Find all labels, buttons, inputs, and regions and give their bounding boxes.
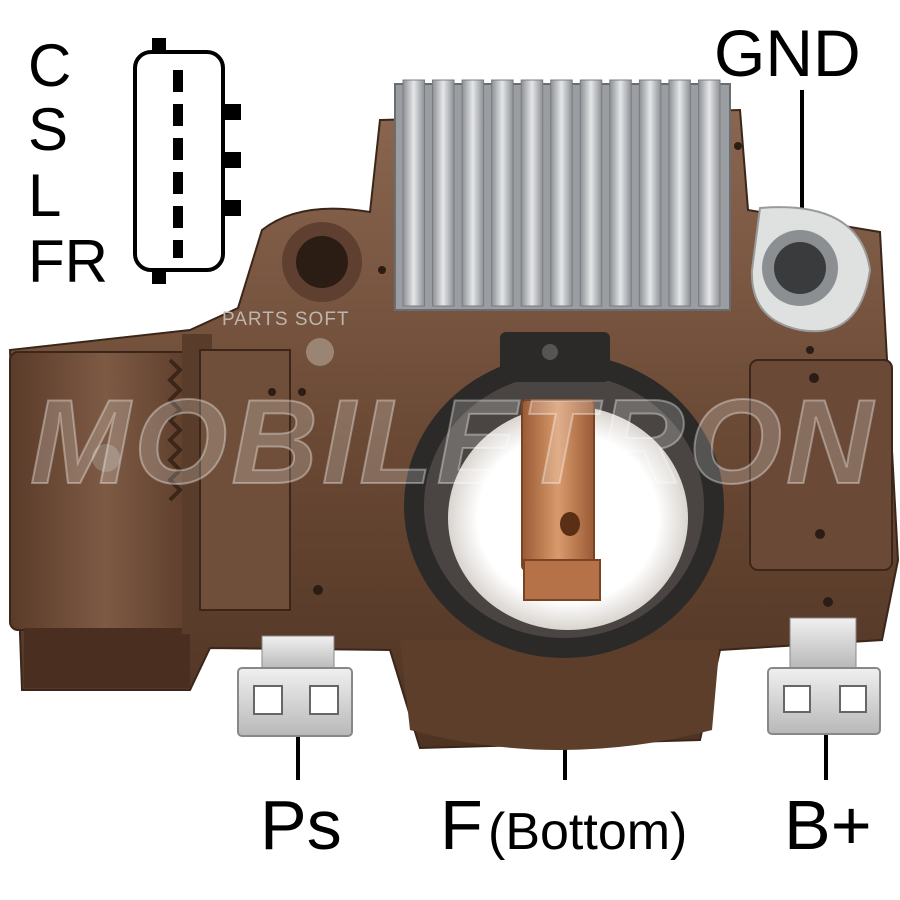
- ps-terminal: [237, 635, 353, 737]
- heatsink-fin: [579, 79, 603, 307]
- housing-details: [268, 142, 833, 607]
- pin-label-l: L: [28, 162, 62, 229]
- copper-brush: [521, 399, 601, 601]
- gnd-terminal-boss: [750, 206, 872, 333]
- heatsink-fin: [609, 79, 632, 307]
- pin-label-s: S: [28, 96, 69, 163]
- heatsink-fin: [668, 79, 691, 307]
- b-plus-label: B+: [784, 786, 872, 864]
- f-label: F: [440, 786, 483, 864]
- pin-label-fr: FR: [28, 228, 108, 295]
- heatsink-fin: [402, 79, 425, 307]
- heatsink: [394, 79, 731, 311]
- b-plus-cover: [749, 359, 893, 571]
- heatsink-fin: [698, 79, 721, 307]
- heatsink-fin: [491, 79, 514, 307]
- connector-schematic: [133, 38, 241, 284]
- b-plus-terminal: [767, 617, 881, 735]
- heatsink-fin: [461, 79, 485, 307]
- ps-label: Ps: [260, 786, 342, 864]
- heatsink-fin: [638, 79, 662, 307]
- heatsink-fin: [550, 79, 573, 307]
- pin-label-c: C: [28, 32, 72, 99]
- f-bottom-note: (Bottom): [488, 803, 688, 861]
- heatsink-fin: [432, 79, 455, 307]
- watermark-small: PARTS SOFT: [222, 309, 350, 330]
- gnd-label: GND: [714, 16, 861, 90]
- mount-hole-left: [282, 222, 362, 366]
- watermark-large: MOBILETRON: [29, 375, 877, 509]
- heatsink-fin: [520, 79, 544, 307]
